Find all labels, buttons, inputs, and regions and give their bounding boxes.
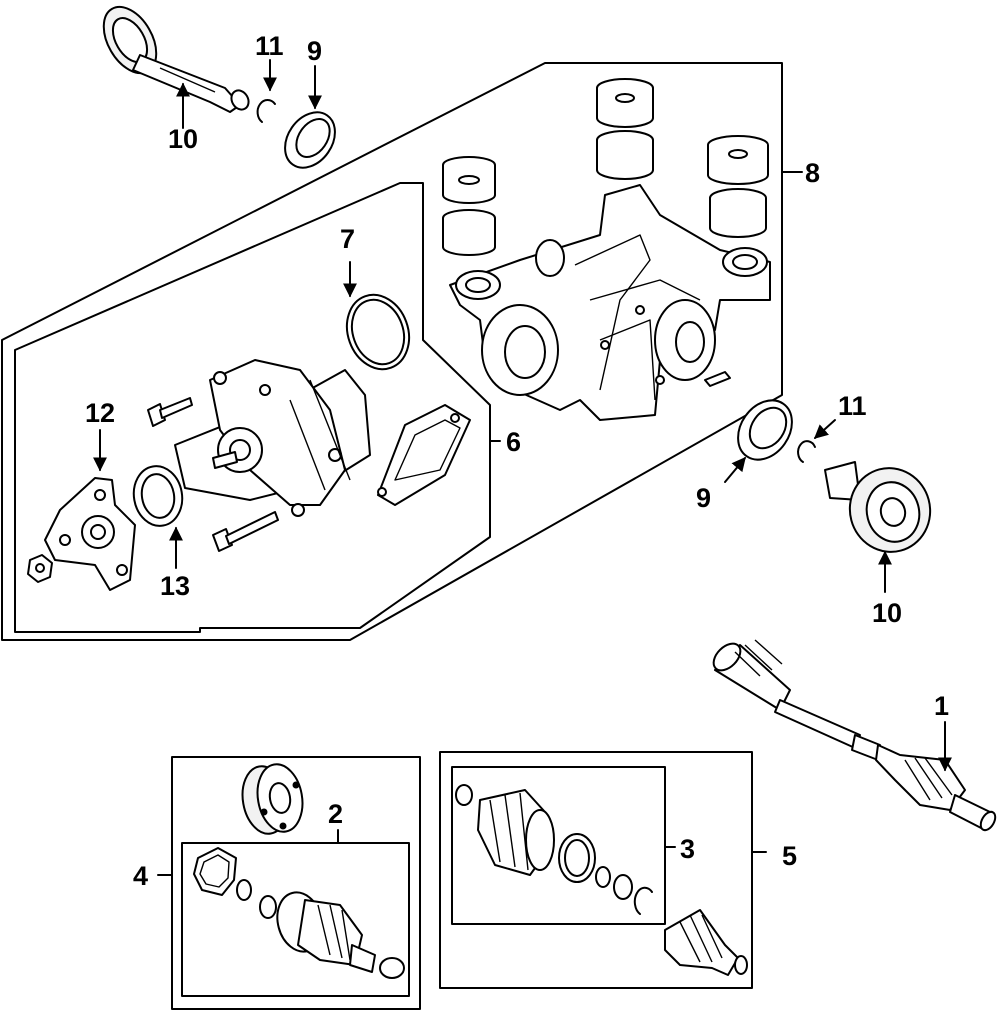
callout-1: 1 — [934, 691, 949, 721]
assembly-frame-3 — [451, 766, 666, 925]
differential-carrier — [442, 78, 771, 421]
mount-bushing-2 — [442, 209, 496, 256]
drive-flange-right — [824, 461, 932, 553]
oil-seal-right — [737, 399, 793, 461]
bearing — [241, 763, 304, 835]
callout-11-right: 11 — [838, 391, 867, 421]
callout-11-top: 11 — [255, 31, 284, 61]
companion-flange — [27, 477, 136, 591]
mount-bushing-6 — [709, 188, 767, 238]
clip-a — [236, 879, 252, 901]
coupling-unit — [174, 359, 371, 517]
callout-10-top: 10 — [168, 124, 198, 154]
assembly-frame-8 — [1, 62, 783, 641]
clamp-b — [455, 784, 473, 806]
clamp-a — [379, 957, 405, 979]
arrow-11-right — [813, 419, 836, 439]
axle-shaft — [712, 639, 997, 832]
assembly-frame-5 — [439, 751, 753, 989]
callout-12: 12 — [85, 398, 115, 428]
callout-3: 3 — [680, 834, 695, 864]
callout-5: 5 — [782, 841, 797, 871]
mount-bushing-4 — [596, 130, 654, 180]
ring-a — [595, 866, 611, 888]
gasket — [193, 847, 237, 896]
mount-bushing-5 — [707, 135, 769, 185]
callout-4: 4 — [133, 861, 148, 891]
clip-b — [259, 895, 277, 919]
assembly-frame-2 — [181, 842, 410, 997]
ring-b — [613, 874, 633, 900]
snap-ring-top — [256, 99, 276, 123]
callout-9-top: 9 — [307, 36, 322, 66]
control-module — [377, 404, 471, 506]
arrow-9-right — [724, 456, 746, 483]
callout-10-right: 10 — [872, 598, 902, 628]
oil-seal-top — [284, 111, 336, 169]
callout-2: 2 — [328, 799, 343, 829]
mount-bushing-3 — [596, 78, 654, 128]
bolt-lower — [212, 511, 279, 552]
snap-ring-right — [797, 440, 816, 463]
assembly-frame-4 — [171, 756, 421, 1010]
assembly-frame-6 — [14, 182, 491, 633]
callout-13: 13 — [160, 571, 190, 601]
callout-9-right: 9 — [696, 483, 711, 513]
clamp-c — [558, 833, 596, 883]
callout-6: 6 — [506, 427, 521, 457]
drive-flange-top — [102, 5, 250, 113]
boot-inner — [664, 909, 748, 976]
boot-outer — [477, 789, 555, 876]
callout-7: 7 — [340, 224, 355, 254]
circlip — [633, 886, 653, 915]
bolt-upper — [147, 397, 193, 427]
callout-8: 8 — [805, 158, 820, 188]
cv-joint-inner — [276, 891, 376, 973]
mount-bushing-1 — [442, 156, 496, 204]
shaft-seal — [132, 465, 184, 527]
